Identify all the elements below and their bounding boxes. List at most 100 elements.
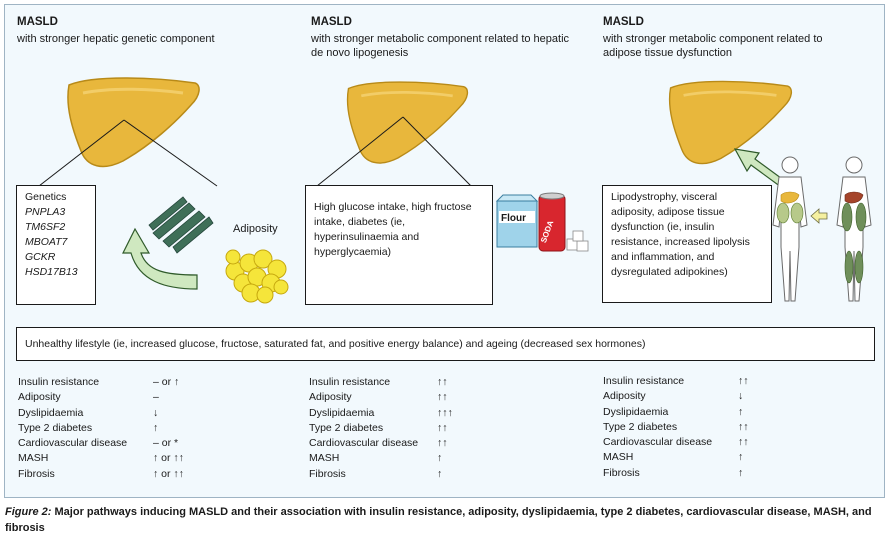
association-row: Type 2 diabetes↑ (18, 421, 298, 436)
association-label: Adiposity (309, 391, 352, 404)
col3-subtitle: with stronger metabolic component relate… (603, 33, 823, 59)
connector-lines (316, 116, 472, 187)
association-value: – or * (153, 437, 179, 450)
association-row: Adiposity ↓ (603, 389, 883, 404)
association-label: MASH (603, 451, 634, 464)
association-label: Insulin resistance (603, 375, 685, 387)
association-row: Fibrosis ↑ (309, 467, 589, 482)
association-label: Fibrosis (18, 467, 55, 480)
association-table-3: Insulin resistance↑↑Adiposity↓Dyslipidae… (603, 374, 883, 481)
gene-item: PNPLA3 (25, 206, 66, 218)
association-value: ↑↑ (437, 391, 448, 404)
liver-icon (668, 80, 792, 165)
association-row: Insulin resistance – or ↑ (18, 375, 298, 390)
adipose-box: Lipodystrophy, visceral adiposity, adipo… (602, 185, 772, 303)
col3-title: MASLD (603, 16, 644, 28)
association-label: Type 2 diabetes (309, 421, 384, 434)
col2-title: MASLD (311, 16, 352, 28)
association-value: ↑ (153, 421, 159, 434)
gene-item: HSD17B13 (25, 266, 78, 278)
association-value: – (153, 391, 159, 404)
adiposity-label: Adiposity (233, 223, 278, 235)
association-value: ↑ or ↑↑ (153, 452, 184, 465)
gene-item: GCKR (25, 251, 56, 263)
association-table-1: Insulin resistance – or ↑ Adiposity – Dyslip… (18, 375, 298, 482)
human-figure-icon (772, 156, 808, 302)
figure-panel: MASLD with stronger hepatic genetic comp… (4, 4, 885, 498)
association-row: Type 2 diabetes ↑↑ (603, 420, 883, 435)
col2-subtitle: with stronger metabolic component relate… (311, 33, 570, 59)
association-value: ↑ (437, 467, 443, 480)
association-row: Insulin resistance ↑↑ (603, 374, 883, 389)
association-value: ↑↑ (437, 376, 448, 388)
gene-item: TM6SF2 (25, 221, 66, 233)
association-row: Type 2 diabetes ↑↑ (309, 421, 589, 436)
liver-icon (67, 77, 200, 168)
soda-can-icon (538, 192, 566, 252)
liver-icon (346, 81, 469, 164)
curved-arrow-icon (122, 227, 198, 290)
association-label: MASH (309, 452, 340, 465)
fat-cells-icon (225, 249, 289, 304)
diet-text: High glucose intake, high fructose intak… (314, 201, 472, 258)
association-row: MASH ↑ or ↑↑ (18, 451, 298, 466)
association-label: Dyslipidaemia (603, 405, 669, 418)
association-row: Cardiovascular disease ↑↑ (309, 436, 589, 451)
association-row: Fibrosis ↑ or ↑↑ (18, 467, 298, 482)
association-row: Adiposity – (18, 390, 298, 405)
association-value: – or ↑ (153, 376, 180, 388)
association-label: MASH (18, 452, 49, 465)
flour-label: Flour (501, 213, 526, 224)
association-label: Adiposity (18, 391, 61, 404)
association-value: ↑ (738, 451, 744, 464)
col1-title: MASLD (17, 16, 58, 28)
human-figure-icon (836, 156, 872, 302)
association-row: Cardiovascular disease – or * (18, 436, 298, 451)
association-label: Cardiovascular disease (309, 437, 419, 450)
association-value: ↑ (738, 405, 744, 418)
association-row: Cardiovascular disease ↑↑ (603, 435, 883, 450)
genetics-heading: Genetics (25, 191, 67, 203)
association-row: Dyslipidaemia ↑ (603, 405, 883, 420)
connector-lines (38, 119, 218, 187)
association-label: Dyslipidaemia (18, 406, 84, 419)
association-row: Dyslipidaemia↑↑↑ (309, 406, 589, 421)
diet-box: High glucose intake, high fructose intak… (305, 185, 493, 305)
flour-bag-icon (495, 194, 539, 248)
gene-item: MBOAT7 (25, 236, 68, 248)
association-value: ↑↑ (738, 375, 749, 387)
dna-coil-icon (148, 196, 214, 254)
association-value: ↑↑ (738, 420, 749, 433)
lifestyle-banner: Unhealthy lifestyle (ie, increased gluco… (16, 327, 875, 361)
association-label: Fibrosis (309, 467, 346, 480)
association-value: ↑ or ↑↑ (153, 467, 184, 480)
association-value: ↑ (437, 452, 443, 465)
association-row: MASH ↑ (309, 451, 589, 466)
arrow-icon (810, 208, 828, 224)
association-label: Type 2 diabetes (603, 420, 678, 433)
sugar-cubes-icon (566, 230, 589, 252)
association-label: Cardiovascular disease (18, 437, 128, 450)
association-label: Insulin resistance (18, 376, 100, 388)
association-value: ↑↑ (437, 421, 448, 434)
adipose-text: Lipodystrophy, visceral adiposity, adipo… (611, 191, 750, 278)
association-label: Cardiovascular disease (603, 436, 713, 449)
association-label: Dyslipidaemia (309, 406, 375, 419)
association-value: ↑ (738, 466, 744, 479)
association-row: Adiposity ↑↑ (309, 390, 589, 405)
association-table-2: Insulin resistance↑↑Adiposity↑↑Dyslipida… (309, 375, 589, 482)
association-row: MASH ↑ (603, 450, 883, 465)
association-row: Insulin resistance ↑↑ (309, 375, 589, 390)
association-label: Adiposity (603, 390, 646, 403)
association-value: ↓ (153, 406, 159, 419)
caption-text: Major pathways inducing MASLD and their … (5, 506, 872, 534)
association-row: Fibrosis ↑ (603, 466, 883, 481)
association-label: Insulin resistance (309, 376, 391, 388)
association-value: ↑↑ (738, 436, 749, 449)
col1-subtitle: with stronger hepatic genetic component (17, 33, 215, 45)
figure-caption: Figure 2: Major pathways inducing MASLD … (5, 504, 875, 536)
association-label: Fibrosis (603, 466, 640, 479)
figure-label: Figure 2: (5, 506, 52, 518)
association-value: ↑↑ (437, 437, 448, 450)
association-value: ↓ (738, 390, 744, 403)
